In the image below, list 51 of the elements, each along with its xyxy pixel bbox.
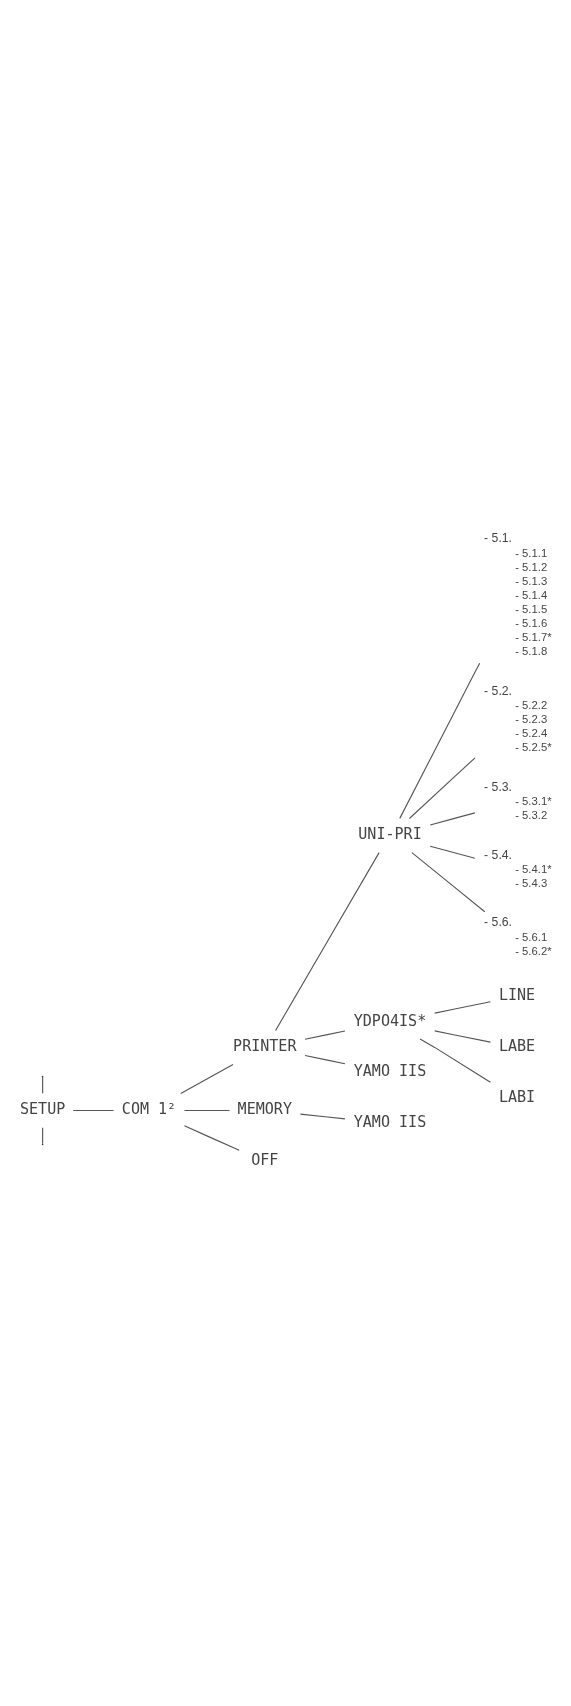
node-label: - 5.2.4 — [515, 727, 548, 740]
node-text: LABI — [498, 1087, 536, 1106]
connector — [399, 662, 481, 819]
node-text: - 5.2. — [484, 683, 512, 698]
node-text: - 5.1. — [484, 531, 512, 546]
node-label: - 5.1.4 — [515, 588, 548, 601]
node-text: YDPO4IS* — [353, 1011, 427, 1030]
node-label: - 5.1.8 — [515, 645, 548, 658]
node-text: YAMO IIS — [353, 1113, 427, 1132]
node-label: - 5.2.2 — [515, 699, 548, 712]
node-text: - 5.4. — [484, 847, 512, 862]
node-text: LABE — [498, 1036, 536, 1055]
connector — [434, 1001, 491, 1014]
node-text: OFF — [251, 1150, 279, 1169]
connector — [419, 1038, 491, 1083]
node-label: - 5.1.5 — [515, 603, 548, 616]
connector — [299, 1113, 346, 1120]
node-label: - 5.1.6 — [515, 617, 548, 630]
node-text: COM 1² — [121, 1100, 177, 1119]
node-label: - 5.3.1* — [515, 795, 552, 808]
node-label: - 5.3.2 — [515, 809, 548, 822]
connector — [429, 845, 476, 859]
connector — [183, 1125, 240, 1151]
node-label: - 5.1.1 — [515, 546, 548, 559]
node-label: - 5.6.2* — [515, 944, 552, 957]
node-text: PRINTER — [233, 1036, 297, 1055]
connector — [180, 1063, 234, 1094]
node-text: - 5.6. — [484, 915, 512, 930]
connector — [408, 757, 476, 820]
connector — [72, 1109, 115, 1112]
node-label: - 5.2.5* — [515, 741, 552, 754]
node-label: - 5.4.3 — [515, 876, 548, 889]
connector — [183, 1109, 231, 1112]
node-label: - 5.1.7* — [515, 631, 552, 644]
connector — [304, 1054, 346, 1065]
node-label: - 5.1.3 — [515, 574, 548, 587]
connector — [411, 852, 486, 913]
node-text: UNI-PRI — [358, 825, 422, 844]
node-label: - 5.1.2 — [515, 560, 548, 573]
connector — [429, 812, 476, 826]
node-text: MEMORY — [237, 1100, 292, 1119]
node-text: YAMO IIS — [353, 1062, 427, 1081]
node-text: SETUP — [19, 1100, 66, 1119]
node-label: - 5.2.3 — [515, 713, 548, 726]
connector — [275, 852, 380, 1031]
node-label: - 5.4.1* — [515, 862, 552, 875]
connector — [434, 1030, 491, 1043]
node-text: - 5.3. — [484, 779, 512, 794]
node-text: LINE — [498, 986, 536, 1005]
connector — [304, 1030, 346, 1040]
node-label: - 5.6.1 — [515, 930, 548, 943]
